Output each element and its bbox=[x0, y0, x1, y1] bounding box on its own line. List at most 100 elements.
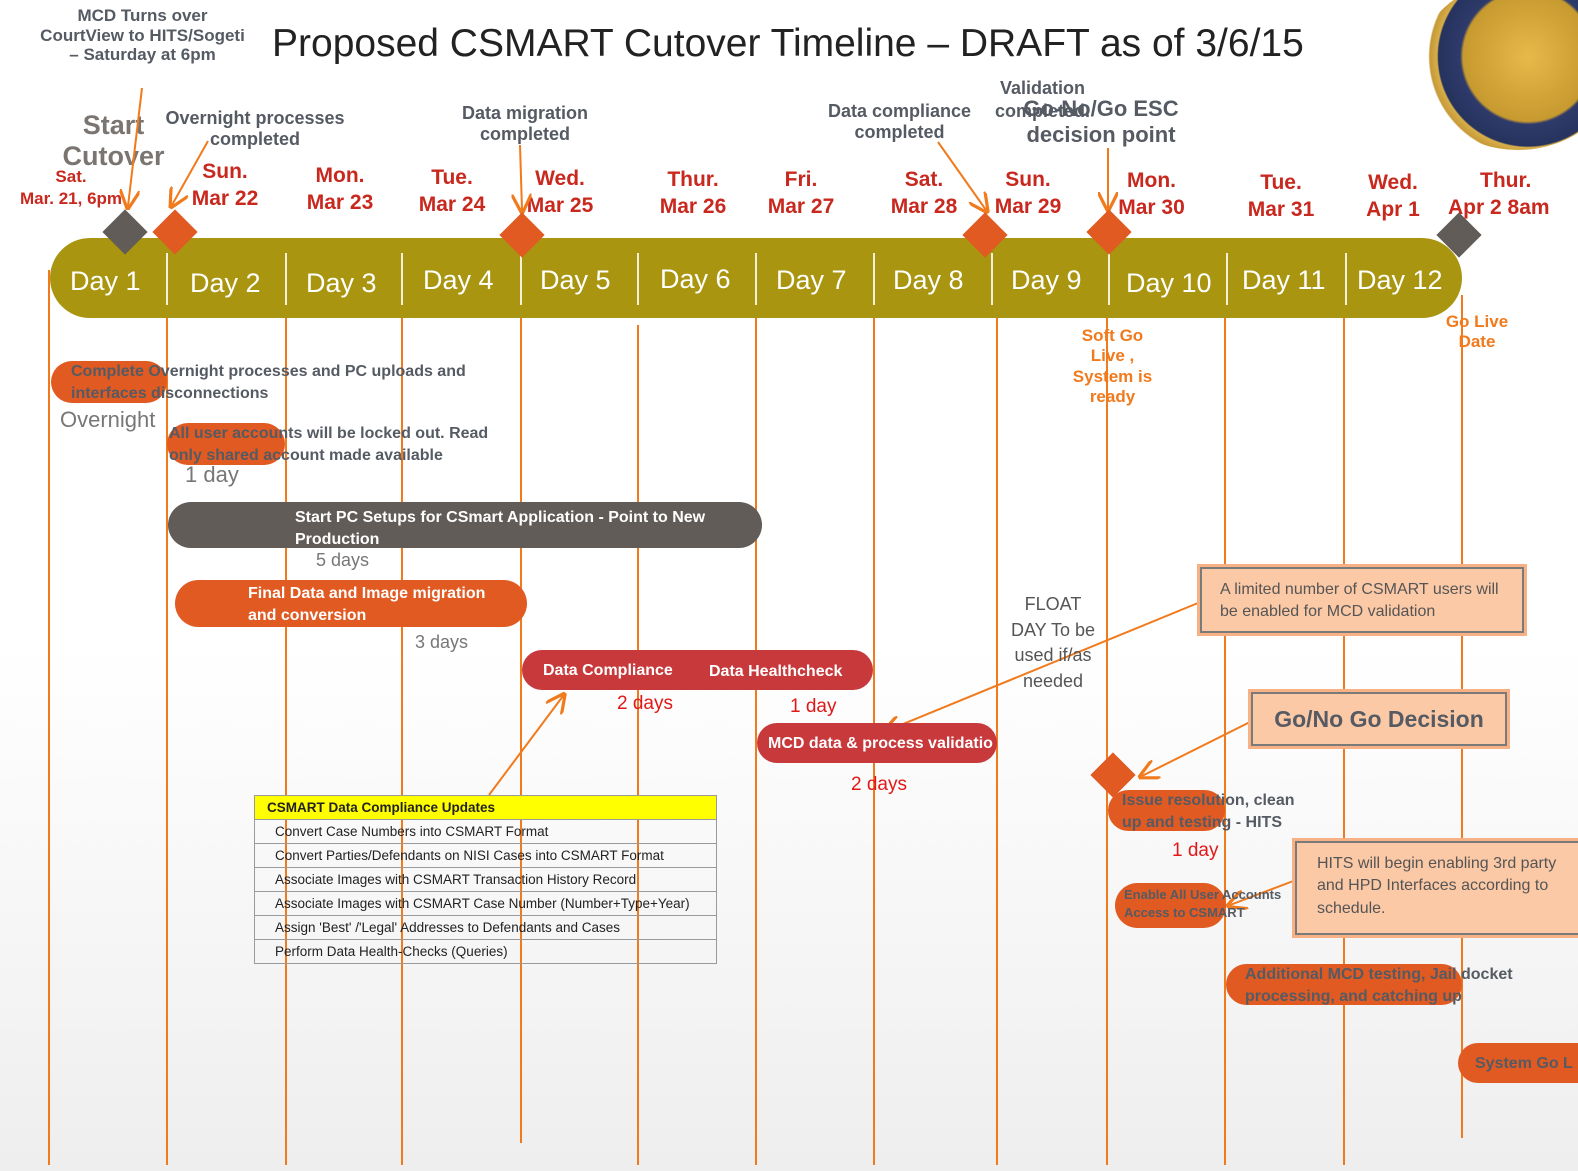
day-separator bbox=[285, 253, 287, 305]
system-go-live-task-bar bbox=[1458, 1043, 1578, 1083]
go-live-date-label: Go Live Date bbox=[1445, 312, 1509, 352]
day-label: Day 1 bbox=[70, 266, 141, 296]
date-label: Tue.Mar 31 bbox=[1247, 171, 1315, 222]
overnight-duration: Overnight bbox=[60, 407, 156, 432]
day-gridline bbox=[996, 295, 998, 1165]
date-label: Sat.Mar. 21, 6pm bbox=[19, 167, 123, 209]
soft-go-live-label: Soft Go Live , System is ready bbox=[1072, 326, 1153, 407]
compliance-duration: 2 days bbox=[617, 693, 673, 714]
go-no-go-decision-callout: Go/No Go Decision bbox=[1251, 692, 1507, 746]
day-label: Day 10 bbox=[1126, 268, 1212, 298]
day-gridline bbox=[520, 295, 522, 1143]
enable-users-task-label: Enable All User Accounts Access to CSMAR… bbox=[1124, 887, 1282, 920]
hits-interfaces-callout: HITS will begin enabling 3rd party and H… bbox=[1295, 841, 1578, 935]
issue-resolution-task-bar bbox=[1108, 790, 1225, 831]
day-separator bbox=[1108, 253, 1110, 305]
day-separator bbox=[873, 253, 875, 305]
table-row: Convert Parties/Defendants on NISI Cases… bbox=[254, 843, 717, 868]
day-separator bbox=[1226, 253, 1228, 305]
limited-users-callout: A limited number of CSMART users will be… bbox=[1200, 567, 1524, 633]
overnight-completed-note: Overnight processes completed bbox=[165, 108, 345, 149]
pc-setup-task-label: Start PC Setups for CSmart Application -… bbox=[295, 509, 706, 548]
day-gridline bbox=[1224, 295, 1226, 1165]
day-label: Day 12 bbox=[1357, 265, 1443, 295]
page-title: Proposed CSMART Cutover Timeline – DRAFT… bbox=[272, 22, 1304, 65]
healthcheck-duration: 1 day bbox=[790, 696, 837, 717]
system-go-live-task-label: System Go L bbox=[1475, 1055, 1573, 1072]
enable-users-task-bar bbox=[1115, 883, 1226, 928]
lockout-task-label: All user accounts will be locked out. Re… bbox=[169, 425, 489, 464]
date-label: Wed.Apr 1 bbox=[1366, 171, 1420, 222]
data-migration-completed-note: Data migration completed bbox=[461, 103, 589, 144]
table-header-cell: CSMART Data Compliance Updates bbox=[254, 795, 717, 820]
day-label: Day 3 bbox=[306, 268, 377, 298]
table-cell: Perform Data Health-Checks (Queries) bbox=[254, 939, 717, 964]
table-cell: Convert Case Numbers into CSMART Format bbox=[254, 819, 717, 844]
day-label: Day 7 bbox=[776, 265, 847, 295]
date-label: Mon.Mar 23 bbox=[306, 164, 374, 215]
table-row: Convert Case Numbers into CSMART Format bbox=[254, 819, 717, 844]
day-separator bbox=[755, 253, 757, 305]
day-gridline bbox=[285, 295, 287, 1165]
date-label: Sat.Mar 28 bbox=[890, 168, 958, 219]
day-label: Day 8 bbox=[893, 265, 964, 295]
date-label: Sun.Mar 22 bbox=[191, 160, 259, 211]
day-gridline bbox=[755, 295, 757, 1165]
day-separator bbox=[1345, 253, 1347, 305]
date-label: Thur.Mar 26 bbox=[659, 168, 727, 219]
date-label: Sun.Mar 29 bbox=[994, 168, 1062, 219]
mcd-validation-task-label: MCD data & process validatio bbox=[768, 735, 993, 752]
go-no-go-esc-note: Go-No/Go ESC decision point bbox=[1023, 96, 1179, 148]
issue-resolution-duration: 1 day bbox=[1172, 840, 1219, 861]
day-gridline bbox=[401, 295, 403, 1165]
compliance-updates-table: CSMART Data Compliance Updates Convert C… bbox=[254, 795, 717, 964]
mcd-validation-task-bar bbox=[757, 723, 997, 763]
day-separator bbox=[166, 253, 168, 305]
additional-testing-task-label: Additional MCD testing, Jail docket proc… bbox=[1245, 966, 1513, 1005]
compliance-task-label: Data Compliance bbox=[543, 662, 673, 679]
day-separator bbox=[637, 253, 639, 305]
lockout-task-bar bbox=[167, 423, 285, 465]
day-label: Day 11 bbox=[1242, 265, 1326, 295]
day-separator bbox=[991, 253, 993, 305]
day-gridline bbox=[1106, 295, 1108, 1165]
table-row: Perform Data Health-Checks (Queries) bbox=[254, 939, 717, 964]
table-header-row: CSMART Data Compliance Updates bbox=[254, 795, 717, 820]
compliance-task-bar bbox=[522, 650, 873, 690]
day-label: Day 2 bbox=[190, 268, 261, 298]
lockout-duration: 1 day bbox=[185, 462, 239, 487]
start-cutover-note: Start Cutover bbox=[62, 110, 165, 172]
additional-testing-task-bar bbox=[1226, 964, 1462, 1005]
date-label: Thur.Apr 2 8am bbox=[1448, 169, 1550, 220]
migration-task-bar bbox=[175, 580, 527, 627]
overnight-task-label: Complete Overnight processes and PC uplo… bbox=[71, 363, 466, 402]
day-gridline bbox=[637, 325, 639, 1165]
day-label: Day 4 bbox=[423, 265, 494, 295]
healthcheck-task-label: Data Healthcheck bbox=[709, 663, 843, 680]
date-label: Fri.Mar 27 bbox=[767, 168, 835, 219]
table-cell: Convert Parties/Defendants on NISI Cases… bbox=[254, 843, 717, 868]
day-label: Day 5 bbox=[540, 265, 611, 295]
issue-resolution-task-label: Issue resolution, clean up and testing -… bbox=[1122, 792, 1295, 831]
table-cell: Assign 'Best' /'Legal' Addresses to Defe… bbox=[254, 915, 717, 940]
table-cell: Associate Images with CSMART Transaction… bbox=[254, 867, 717, 892]
date-label: Wed.Mar 25 bbox=[526, 167, 594, 218]
pc-setup-task-bar bbox=[168, 502, 762, 548]
pc-setup-duration: 5 days bbox=[316, 550, 370, 570]
day-label: Day 6 bbox=[660, 264, 731, 294]
migration-task-label: Final Data and Image migration and conve… bbox=[248, 585, 486, 624]
data-compliance-completed-note: Data compliance completed bbox=[827, 101, 972, 142]
float-day-label: FLOAT DAY To be used if/as needed bbox=[1010, 594, 1096, 691]
table-row: Associate Images with CSMART Transaction… bbox=[254, 867, 717, 892]
overnight-task-bar bbox=[51, 361, 167, 403]
day-separator bbox=[401, 253, 403, 305]
mcd-turnover-note: MCD Turns over CourtView to HITS/Sogeti … bbox=[40, 6, 245, 65]
day-separator bbox=[520, 253, 522, 305]
mcd-validation-duration: 2 days bbox=[851, 774, 907, 795]
day-gridline bbox=[48, 270, 50, 1165]
validation-completed-note: Validation completed. bbox=[994, 78, 1091, 122]
day-label: Day 9 bbox=[1011, 265, 1082, 295]
table-cell: Associate Images with CSMART Case Number… bbox=[254, 891, 717, 916]
table-row: Assign 'Best' /'Legal' Addresses to Defe… bbox=[254, 915, 717, 940]
